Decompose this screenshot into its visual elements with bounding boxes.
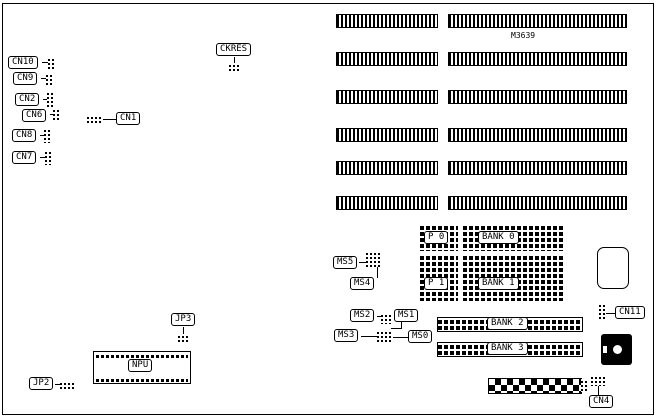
- label-cn6: CN6: [22, 109, 47, 122]
- chipset-label: M3639: [511, 31, 536, 40]
- npu-pin-row: [96, 353, 188, 358]
- wire: [377, 267, 378, 278]
- label-cn11: CN11: [615, 306, 645, 319]
- wire: [40, 157, 45, 158]
- label-cn8: CN8: [12, 129, 37, 142]
- label-ms3: MS3: [334, 329, 359, 342]
- wire: [393, 337, 409, 338]
- wire: [50, 114, 53, 115]
- cn6-connector: [53, 108, 61, 120]
- wire: [43, 99, 47, 100]
- label-ckres: CKRES: [216, 43, 252, 56]
- label-bank0: BANK 0: [478, 231, 519, 244]
- label-cn7: CN7: [12, 151, 37, 164]
- cn7-connector: [45, 150, 53, 165]
- wire: [40, 135, 44, 136]
- expansion-slot: [448, 196, 627, 210]
- label-cn2: CN2: [15, 93, 40, 106]
- jp3-jumper: [178, 334, 190, 343]
- label-ms0: MS0: [408, 330, 433, 343]
- label-cn9: CN9: [13, 72, 38, 85]
- wire: [401, 322, 402, 329]
- cn10-connector: [48, 57, 56, 69]
- wire: [41, 78, 46, 79]
- label-bank2: BANK 2: [487, 317, 528, 330]
- label-npu: NPU: [128, 359, 153, 372]
- expansion-slot: [336, 52, 438, 66]
- wire: [55, 384, 60, 385]
- board-outline: [2, 3, 654, 415]
- ckres-component: [229, 63, 241, 71]
- cn2-connector: [47, 91, 55, 107]
- wire: [183, 327, 184, 334]
- cn8-connector: [44, 128, 52, 143]
- jp2-jumper: [60, 381, 74, 389]
- expansion-slot: [448, 52, 627, 66]
- wire: [234, 57, 235, 63]
- npu-pin-row: [96, 377, 188, 382]
- cn11-connector: [599, 303, 606, 321]
- label-bank1: BANK 1: [478, 277, 519, 290]
- label-cn10: CN10: [8, 56, 38, 69]
- battery-outline: [597, 247, 629, 289]
- label-jp3: JP3: [171, 313, 196, 326]
- ms5-jumper: [366, 251, 372, 267]
- expansion-slot: [336, 14, 438, 28]
- din-notch: [603, 346, 607, 353]
- label-ms2: MS2: [350, 309, 375, 322]
- cn4-connector: [591, 375, 606, 386]
- label-cn1: CN1: [116, 112, 141, 125]
- label-cn4: CN4: [589, 395, 614, 408]
- wire: [42, 62, 48, 63]
- ms0-ms3-jumper: [377, 330, 393, 342]
- ms4-jumper: [374, 251, 380, 267]
- expansion-slot: [448, 14, 627, 28]
- strip-end-pins: [581, 379, 587, 392]
- expansion-slot: [336, 196, 438, 210]
- cn1-connector: [87, 115, 103, 123]
- label-ms1: MS1: [394, 309, 419, 322]
- keyboard-din-connector: [601, 334, 632, 365]
- expansion-slot: [448, 161, 627, 175]
- cn9-connector: [46, 73, 54, 85]
- label-bank3: BANK 3: [487, 342, 528, 355]
- wire: [359, 262, 366, 263]
- wire: [377, 316, 382, 317]
- wire: [391, 328, 402, 329]
- label-p0: P 0: [424, 231, 449, 244]
- label-ms4: MS4: [350, 277, 375, 290]
- expansion-slot: [336, 128, 438, 142]
- wire: [598, 386, 599, 395]
- wire: [103, 119, 116, 120]
- expansion-slot: [448, 128, 627, 142]
- wire: [361, 336, 377, 337]
- label-p1: P 1: [424, 277, 449, 290]
- label-ms5: MS5: [333, 256, 358, 269]
- din-hole: [613, 345, 622, 354]
- expansion-slot: [448, 90, 627, 104]
- ms1-ms2-jumper: [381, 313, 391, 324]
- npu-socket: [93, 351, 191, 384]
- wire: [606, 313, 615, 314]
- expansion-slot: [336, 161, 438, 175]
- label-jp2: JP2: [29, 377, 54, 390]
- power-connector-strip: [488, 378, 582, 394]
- expansion-slot: [336, 90, 438, 104]
